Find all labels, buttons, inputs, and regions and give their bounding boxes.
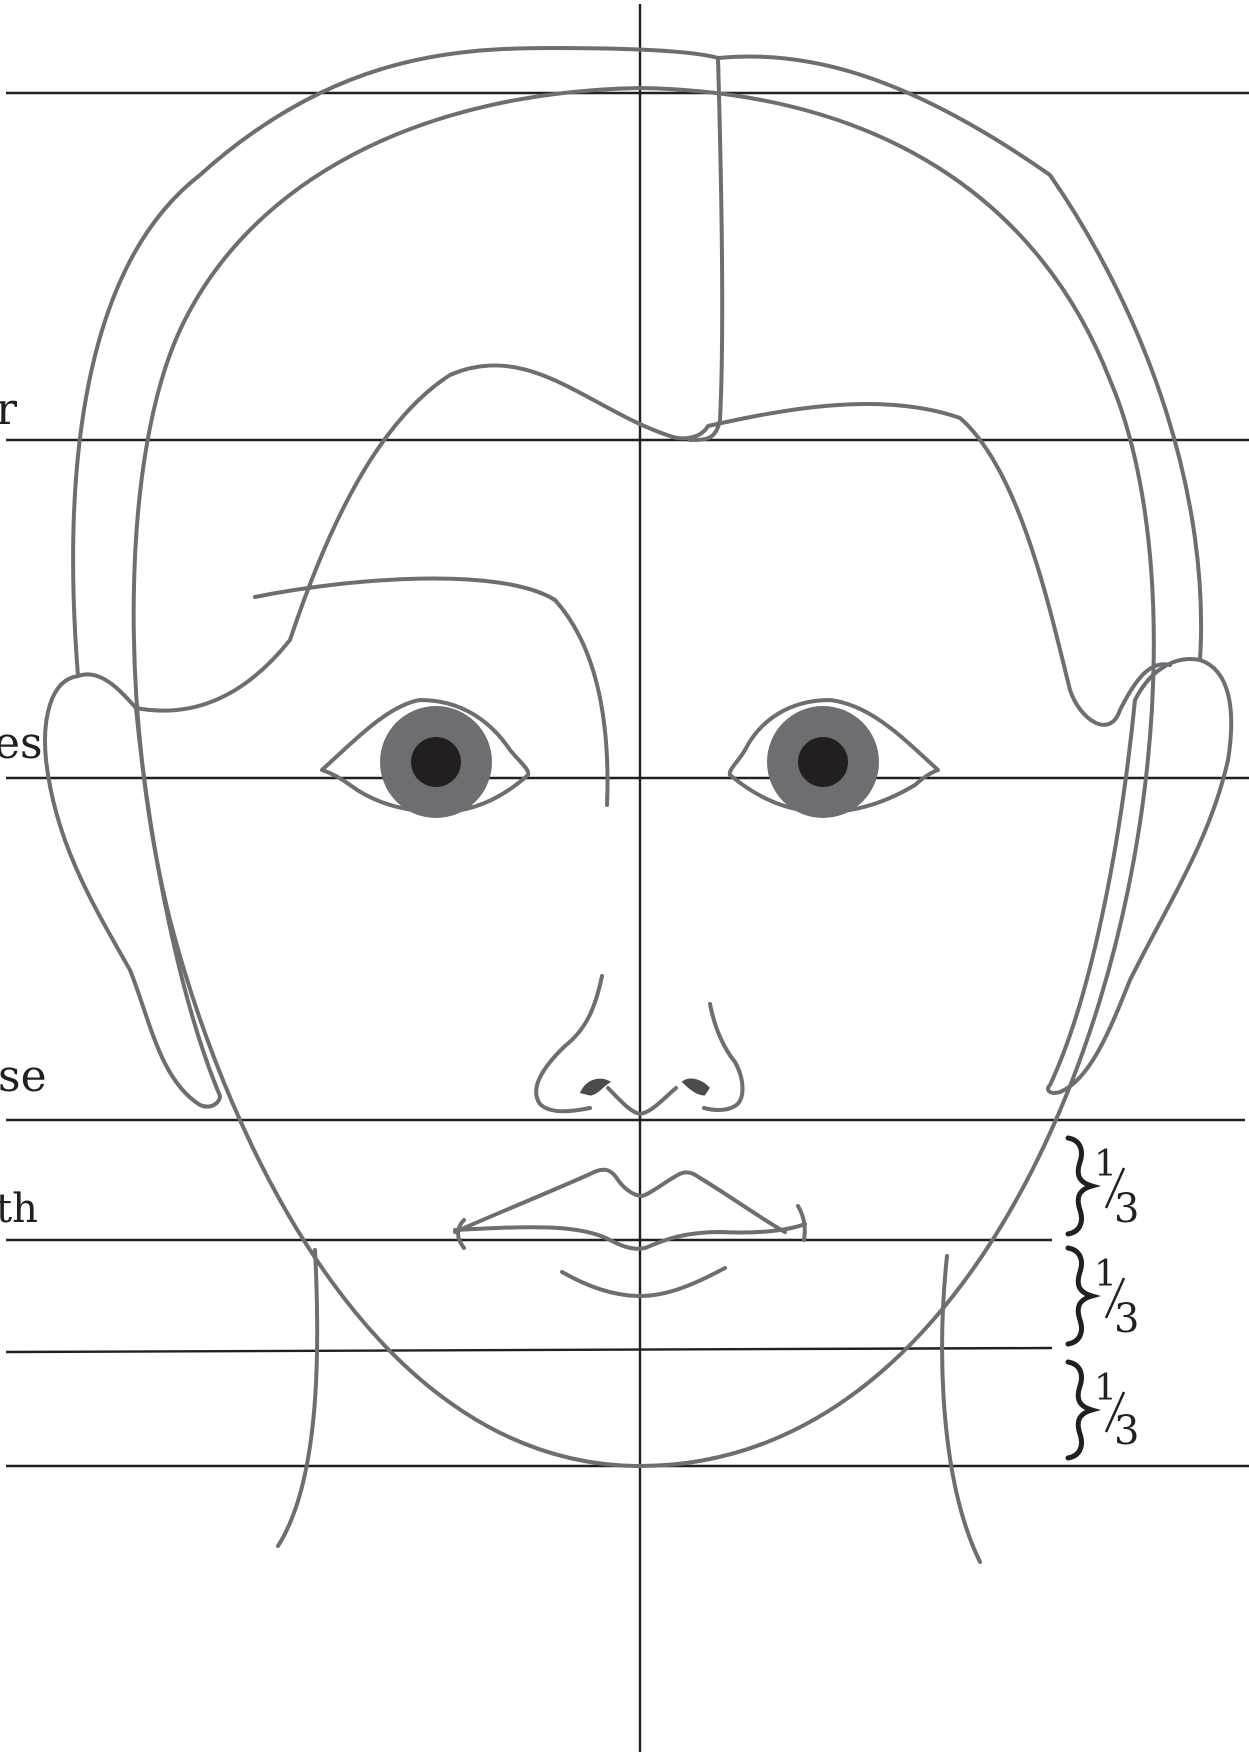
right-nostril	[684, 1080, 708, 1094]
proportion-fractions: 1 3 1 3 1 3	[1068, 1138, 1139, 1458]
nose-right	[704, 1004, 743, 1110]
left-ear	[45, 674, 220, 1106]
upper-lip	[455, 1170, 785, 1232]
mouth-corner-left	[458, 1220, 464, 1248]
right-pupil	[798, 737, 848, 787]
guide-labels: r es se th	[0, 384, 47, 1232]
fraction-1-denominator: 3	[1114, 1186, 1139, 1232]
hair-outline	[73, 48, 1201, 676]
fraction-2-numerator: 1	[1094, 1254, 1117, 1295]
fraction-group-2: 1 3	[1068, 1248, 1139, 1344]
label-eyes: es	[0, 718, 43, 769]
left-eye	[322, 700, 528, 818]
fraction-group-3: 1 3	[1068, 1362, 1139, 1458]
nose-tip	[608, 1088, 676, 1114]
right-ear	[1048, 659, 1231, 1093]
neck-left	[278, 1250, 317, 1546]
fraction-1-numerator: 1	[1094, 1144, 1117, 1185]
fraction-3-numerator: 1	[1094, 1368, 1117, 1409]
guide-lines	[6, 4, 1249, 1752]
fraction-3-denominator: 3	[1114, 1408, 1139, 1454]
right-eye	[730, 700, 938, 818]
hairline	[136, 365, 1170, 724]
label-nose: se	[0, 1051, 47, 1102]
label-hair: r	[0, 384, 18, 435]
brace-3	[1068, 1362, 1092, 1458]
fraction-group-1: 1 3	[1068, 1138, 1139, 1234]
left-pupil	[411, 737, 461, 787]
brace-1	[1068, 1138, 1092, 1234]
lower-lip-line	[6, 1348, 1052, 1352]
label-mouth: th	[0, 1186, 38, 1232]
brace-2	[1068, 1248, 1092, 1344]
fraction-2-denominator: 3	[1114, 1296, 1139, 1342]
mouth-line-lips	[455, 1224, 805, 1249]
mouth-corner-right	[798, 1206, 805, 1240]
left-nostril	[582, 1080, 608, 1094]
lower-lip	[562, 1268, 725, 1296]
hair-part	[690, 58, 722, 440]
